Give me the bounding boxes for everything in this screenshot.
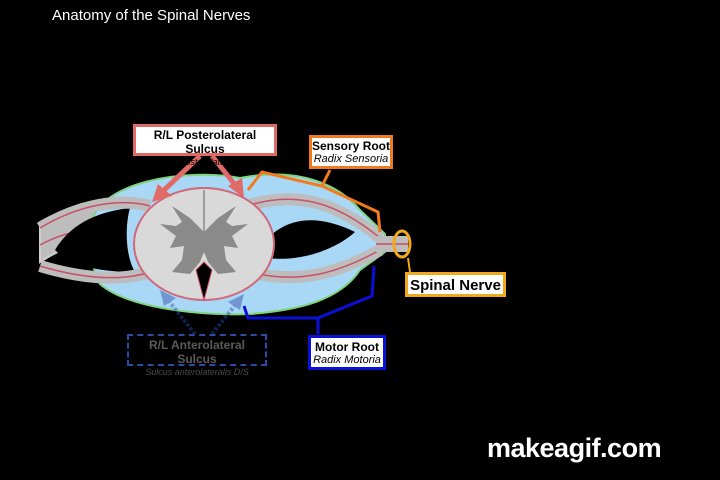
- posterolateral-sulcus-label: R/L Posterolateral Sulcus Sulcus postero…: [133, 124, 277, 167]
- anterolateral-sulcus-label: R/L Anterolateral Sulcus Sulcus anterola…: [127, 334, 267, 377]
- left-root-gap: [55, 208, 135, 272]
- motor-root-title: Motor Root: [315, 340, 379, 354]
- posterolateral-arrows: [152, 154, 244, 202]
- motor-root-latin: Radix Motoria: [313, 354, 381, 366]
- posterolateral-sulcus-title: R/L Posterolateral Sulcus: [153, 128, 257, 156]
- spinal-cord: [133, 187, 275, 302]
- posterolateral-sulcus-latin: Sulcus posterolateralis D/S: [150, 157, 260, 167]
- spinal-nerve-label: Spinal Nerve: [405, 272, 506, 297]
- sensory-root-label: Sensory Root Radix Sensoria: [309, 135, 393, 169]
- sensory-root-latin: Radix Sensoria: [313, 153, 389, 165]
- sensory-root-title: Sensory Root: [312, 139, 391, 153]
- spinal-nerve-ring: [392, 229, 412, 259]
- page-title: Anatomy of the Spinal Nerves: [52, 7, 251, 24]
- motor-root-label: Motor Root Radix Motoria: [308, 335, 386, 370]
- right-root-gap: [268, 220, 355, 259]
- anterolateral-sulcus-latin: Sulcus anterolateralis D/S: [145, 367, 249, 377]
- spinal-nerve-title: Spinal Nerve: [410, 277, 501, 294]
- anterolateral-arrows: [160, 290, 244, 336]
- watermark-logo: makeagif.com: [487, 433, 662, 463]
- gray-matter: [160, 206, 248, 274]
- anterolateral-sulcus-title: R/L Anterolateral Sulcus: [148, 338, 246, 366]
